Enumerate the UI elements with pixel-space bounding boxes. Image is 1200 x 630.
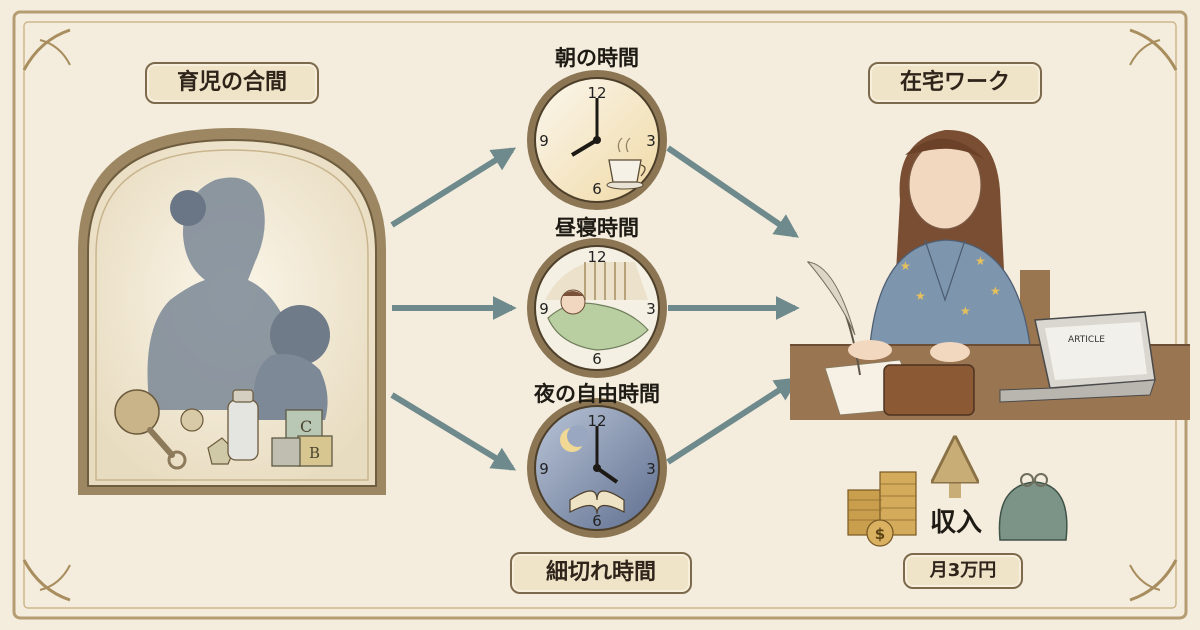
coffee-cup-icon [608,159,642,183]
svg-text:★: ★ [975,254,986,268]
face [908,140,982,230]
morning-clock: 12 3 6 9 [527,70,667,210]
clock-numeral: 9 [539,460,549,478]
baby-silhouette [253,305,330,420]
arrow-to-morning [390,147,517,228]
robe [869,239,1031,346]
clock-numeral: 12 [587,412,606,430]
book-icon [569,490,625,515]
remote-worker-illustration: ★ ★ ★ ★ ★ ARTICLE [790,129,1190,420]
mother-silhouette [147,177,300,410]
arrow-from-morning [666,145,799,238]
monthly-income-amount: 月3万円 [903,553,1023,589]
block-c: C [300,417,312,436]
income-label: 収入 [930,508,983,538]
svg-text:★: ★ [990,284,1001,298]
clock-numeral: 3 [646,460,656,478]
clock-numeral: 12 [587,248,606,266]
night-clock: 12 3 6 9 [527,398,667,538]
childcare-gap-label: 育児の合間 [145,62,319,104]
block-b: B [309,444,320,462]
nap-clock-title: 昼寝時間 [555,216,639,240]
coin-symbol: $ [875,525,885,543]
clock-numeral: 9 [539,300,549,318]
nap-clock: 12 3 6 9 [527,238,667,378]
toys: C B [114,389,333,470]
fragment-time-label: 細切れ時間 [510,552,692,594]
clock-numeral: 3 [646,132,656,150]
notebook-icon [883,364,975,416]
clock-numeral: 6 [592,350,602,368]
laptop-screen-text: ARTICLE [1068,335,1105,345]
arrow-from-night [666,377,800,465]
flow-arrows [390,145,800,471]
coin-stack-icon: $ [847,471,917,547]
svg-text:★: ★ [960,304,971,318]
svg-text:★: ★ [900,259,911,273]
income-section: $ [847,445,1068,547]
clock-numeral: 6 [592,180,602,198]
svg-text:★: ★ [915,289,926,303]
decorative-border [12,10,1188,620]
coin-purse-icon [998,481,1068,541]
remote-work-label: 在宅ワーク [868,62,1042,104]
clock-numeral: 6 [592,512,602,530]
clock-numeral: 3 [646,300,656,318]
morning-clock-title: 朝の時間 [555,46,639,70]
clock-numeral: 12 [587,84,606,102]
clock-numeral: 9 [539,132,549,150]
night-clock-title: 夜の自由時間 [534,382,660,406]
arrow-to-night [390,392,517,471]
